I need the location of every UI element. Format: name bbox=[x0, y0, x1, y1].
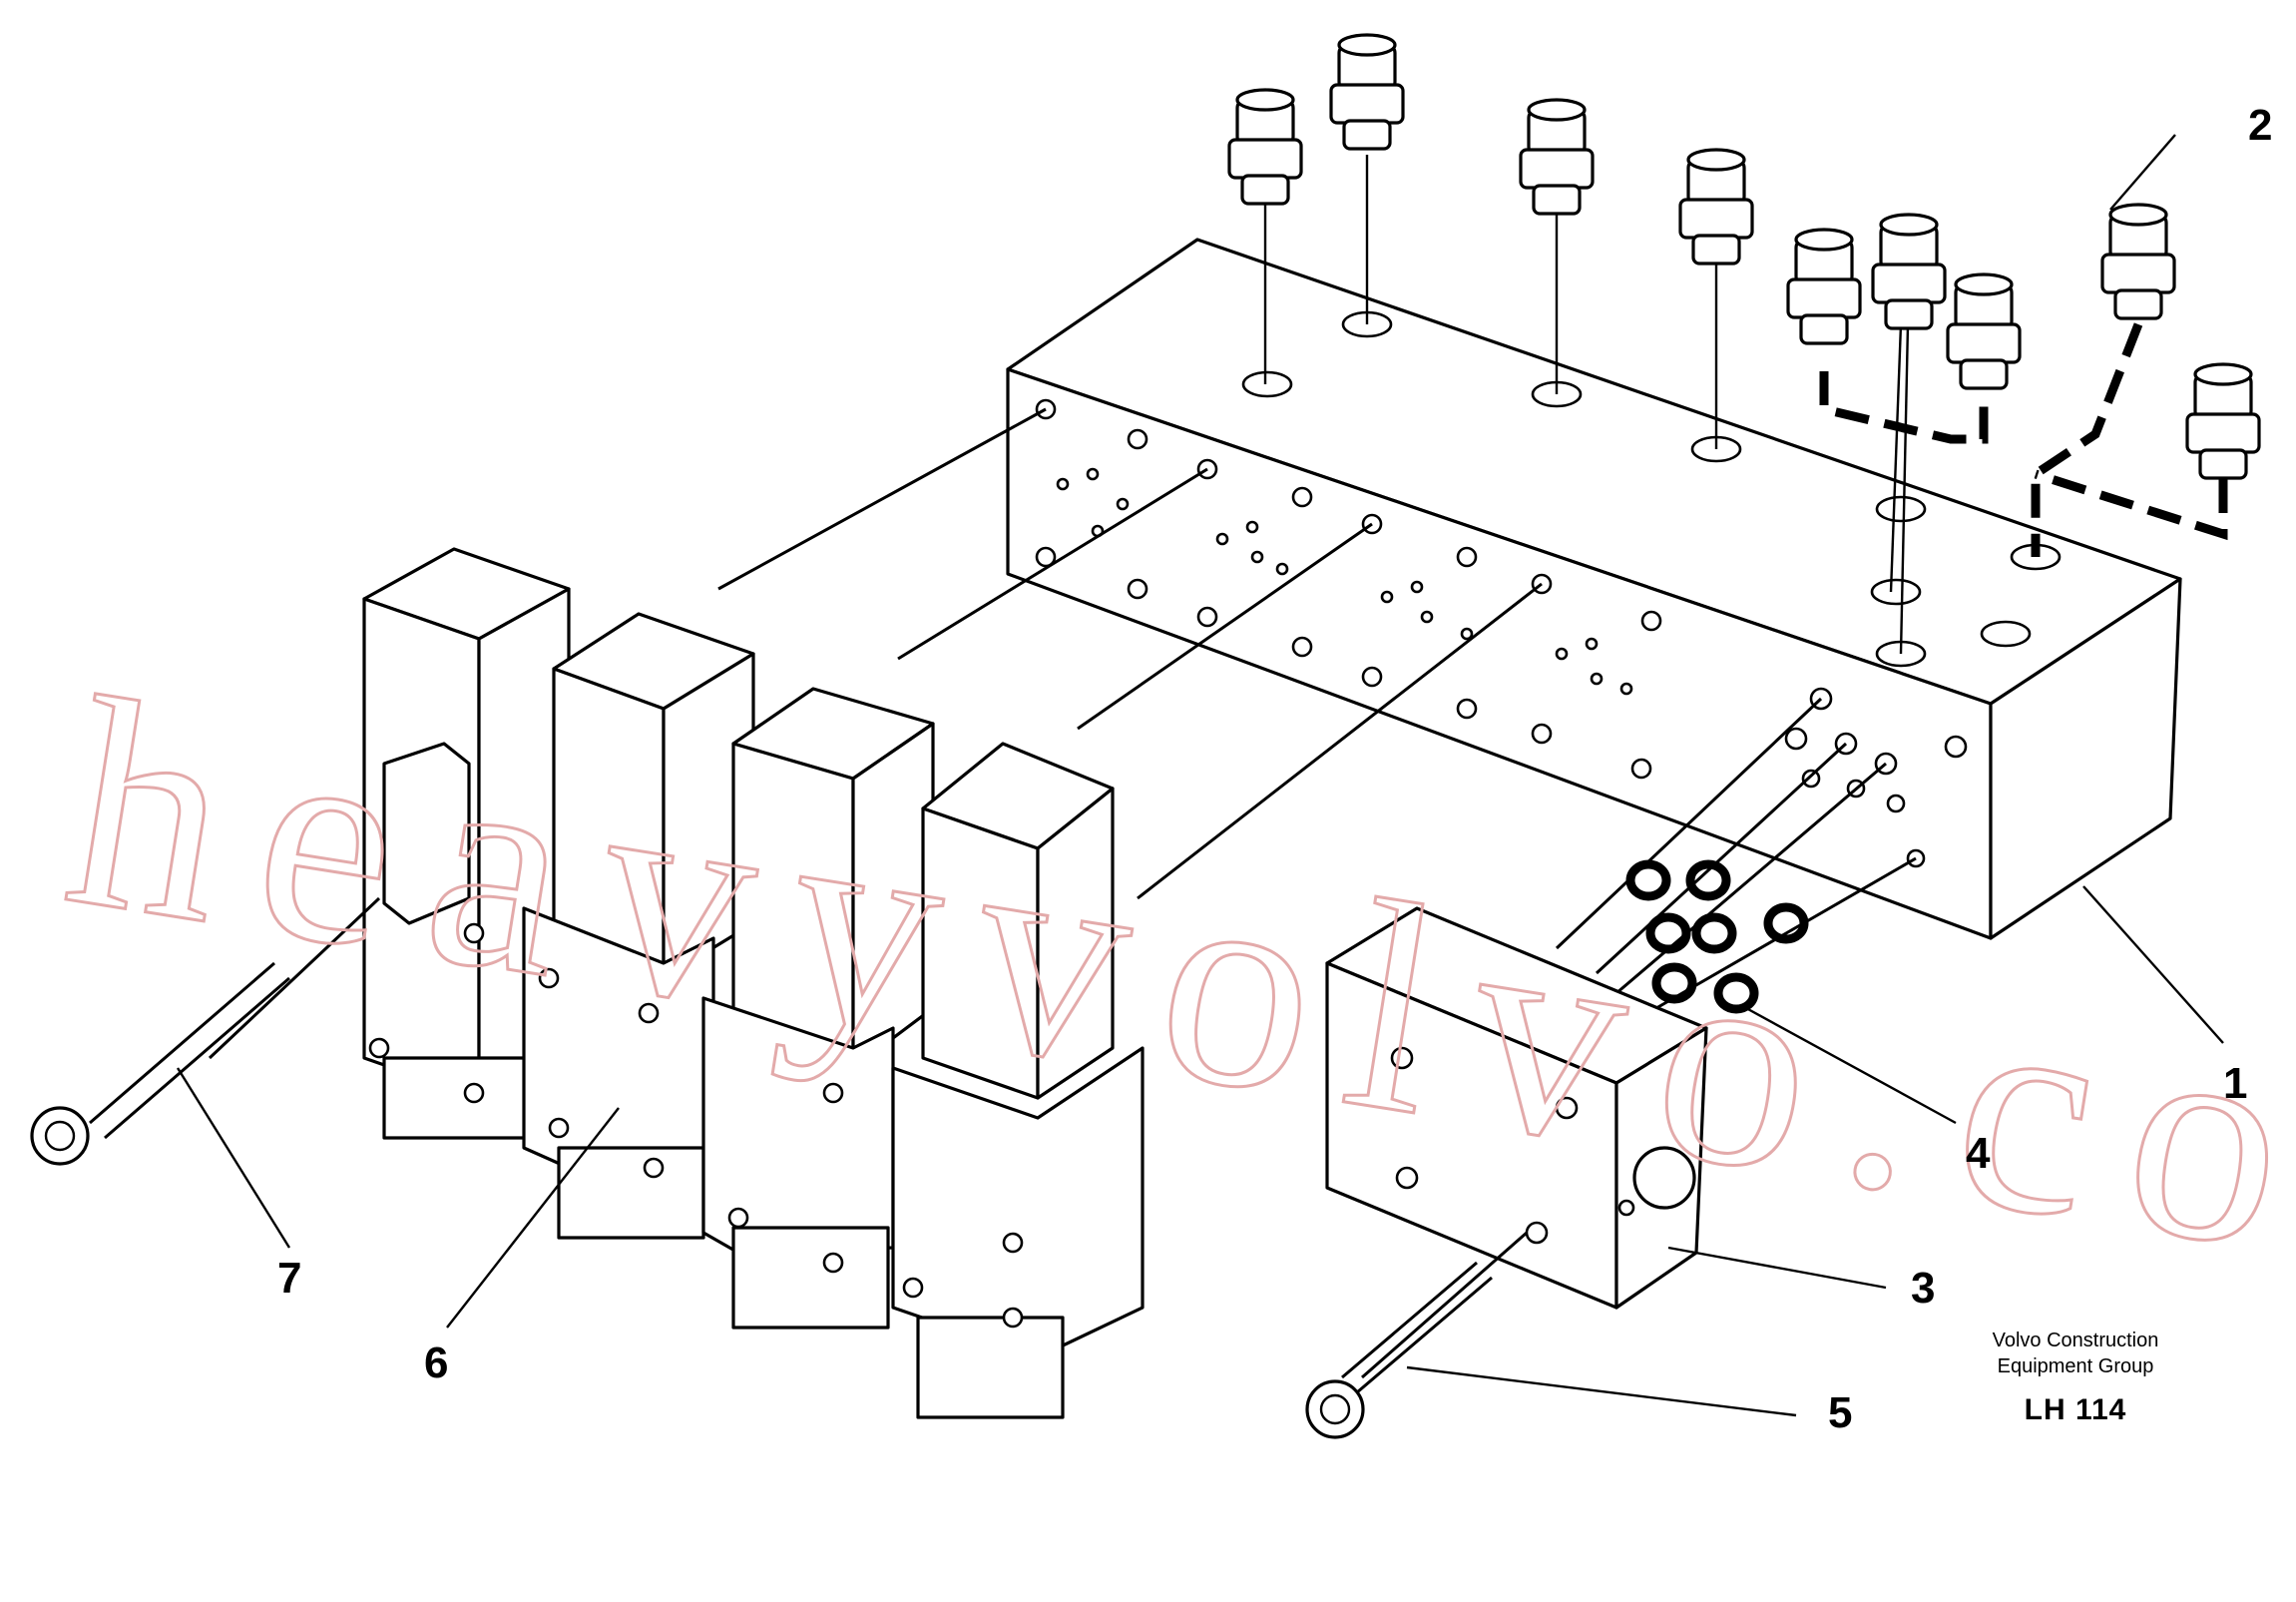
fitting bbox=[1946, 272, 2022, 390]
company-line-1: Volvo Construction bbox=[1992, 1330, 2159, 1351]
callout-2: 2 bbox=[2248, 101, 2272, 150]
drawing-code: LH 114 bbox=[2024, 1393, 2127, 1426]
fitting bbox=[2185, 362, 2261, 480]
fitting bbox=[1227, 88, 1303, 384]
leader-lines bbox=[176, 134, 2224, 1417]
callout-4: 4 bbox=[1966, 1129, 1991, 1178]
end-plate bbox=[1325, 906, 1708, 1310]
assembly-guide-lines bbox=[717, 407, 1917, 1010]
callout-3: 3 bbox=[1911, 1264, 1935, 1313]
o-rings bbox=[1625, 859, 1809, 1014]
solenoid-valve-2 bbox=[522, 612, 755, 1240]
footer-block: Volvo Construction Equipment Group LH 11… bbox=[1956, 1328, 2195, 1427]
fitting bbox=[2100, 203, 2176, 320]
callout-6: 6 bbox=[424, 1338, 448, 1387]
callout-5: 5 bbox=[1828, 1388, 1852, 1437]
manifold-block bbox=[1006, 238, 2182, 940]
company-line-2: Equipment Group bbox=[1997, 1355, 2154, 1377]
fitting bbox=[1871, 213, 1947, 655]
fitting bbox=[1678, 148, 1754, 449]
fitting bbox=[1519, 98, 1595, 394]
fittings bbox=[1227, 33, 2261, 655]
solenoid-valve-4 bbox=[891, 742, 1145, 1419]
end-plate-bolt bbox=[1305, 1231, 1528, 1439]
callout-1: 1 bbox=[2223, 1059, 2247, 1108]
fitting bbox=[1786, 228, 1862, 345]
fitting bbox=[1329, 33, 1405, 324]
solenoid-valve-3 bbox=[701, 687, 935, 1330]
valve-bolt bbox=[30, 896, 381, 1166]
callout-7: 7 bbox=[277, 1254, 301, 1303]
